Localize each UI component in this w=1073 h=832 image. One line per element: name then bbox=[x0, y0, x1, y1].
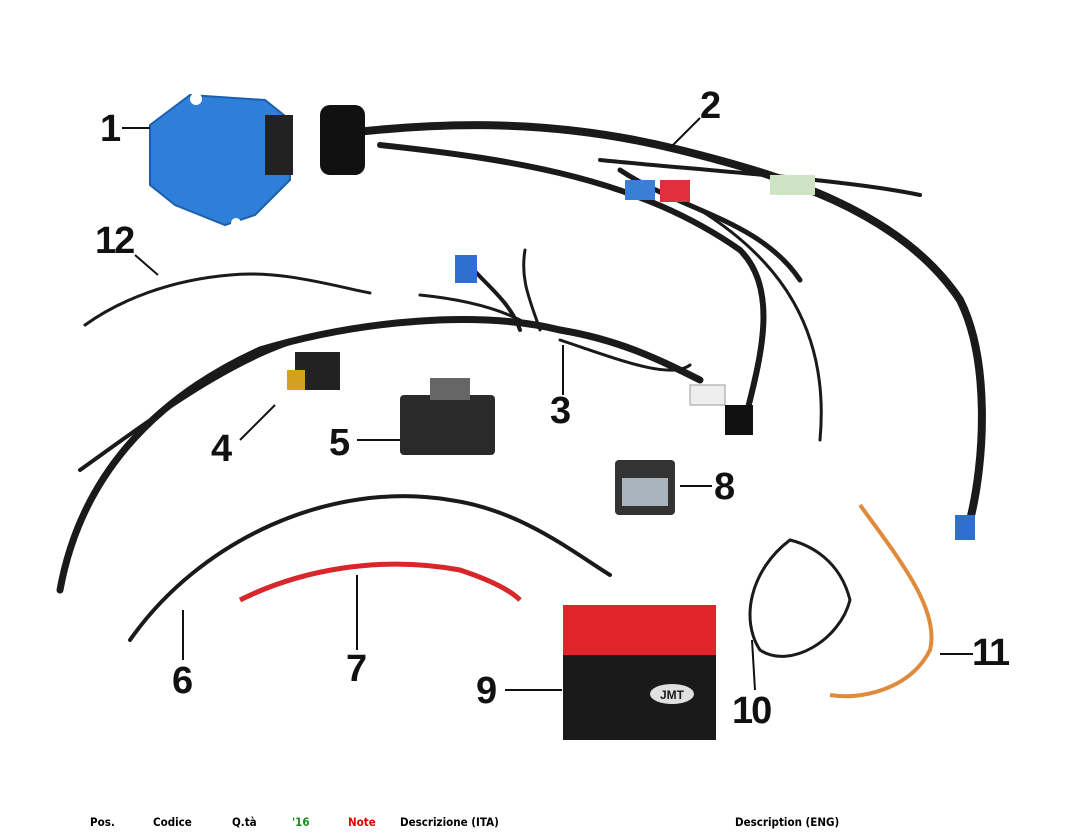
callout-10: 10 bbox=[732, 690, 772, 732]
callout-3: 3 bbox=[550, 390, 571, 432]
header-codice: Codice bbox=[153, 815, 192, 829]
callout-7: 7 bbox=[346, 648, 367, 690]
header-pos: Pos. bbox=[90, 815, 115, 829]
callout-9: 9 bbox=[476, 670, 497, 712]
callout-11: 11 bbox=[972, 632, 1010, 674]
ecu-unit bbox=[149, 93, 293, 228]
callout-8: 8 bbox=[714, 466, 735, 508]
callout-5: 5 bbox=[329, 422, 350, 464]
callout-4: 4 bbox=[211, 428, 232, 470]
header-note: Note bbox=[348, 815, 376, 829]
callout-1: 1 bbox=[100, 108, 121, 150]
callout-12: 12 bbox=[95, 220, 135, 262]
header-descr-eng: Description (ENG) bbox=[735, 815, 840, 829]
parts-photo: JMT bbox=[56, 93, 986, 740]
header-descr-ita: Descrizione (ITA) bbox=[400, 815, 499, 829]
header-year: '16 bbox=[292, 815, 310, 829]
callout-6: 6 bbox=[172, 660, 193, 702]
battery-brand: JMT bbox=[660, 688, 685, 702]
callout-2: 2 bbox=[700, 85, 721, 127]
header-qta: Q.tà bbox=[232, 815, 257, 829]
